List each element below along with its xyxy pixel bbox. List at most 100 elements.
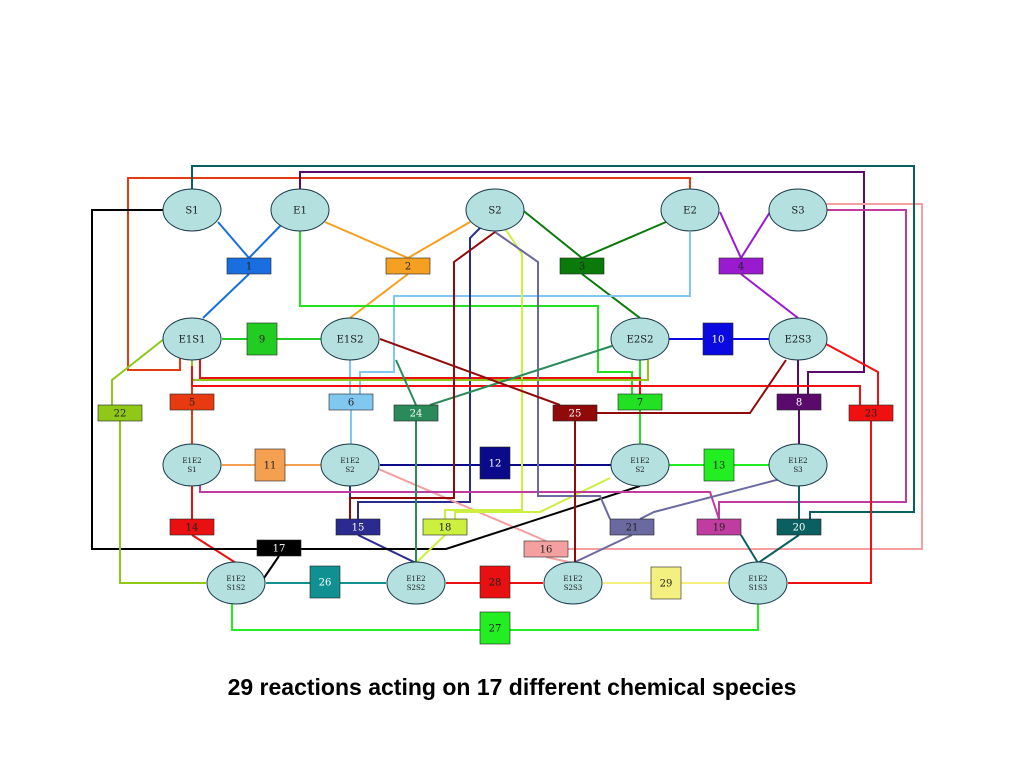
edge-rxn-2 [324, 221, 409, 259]
reaction-box-25: 25 [552, 404, 598, 422]
species-label-e2s2: E2S2 [627, 335, 654, 346]
reaction-label-19: 19 [713, 523, 726, 534]
species-node-s3: S3 [768, 188, 828, 232]
edge-rxn-25 [349, 231, 496, 519]
species-node-e1s2: E1S2 [320, 317, 380, 361]
reaction-box-rect-21 [609, 518, 655, 536]
species-label-e1e2s2b-1: S2 [635, 466, 644, 474]
edge-rxn-4 [740, 211, 771, 259]
reaction-label-29: 29 [660, 579, 673, 590]
reaction-box-rect-11 [254, 448, 286, 482]
reaction-box-rect-19 [696, 518, 742, 536]
reaction-label-16: 16 [540, 545, 553, 556]
reaction-box-rect-29 [650, 566, 682, 600]
reaction-label-7: 7 [637, 398, 643, 409]
species-ellipse-s3 [768, 188, 828, 232]
reaction-box-rect-15 [335, 518, 381, 536]
reaction-label-15: 15 [352, 523, 365, 534]
species-ellipse-e1e2s1 [162, 443, 222, 487]
species-node-e2: E2 [660, 188, 720, 232]
species-ellipse-e1e2s1s3 [728, 561, 788, 605]
reaction-box-19: 19 [696, 518, 742, 536]
species-label-e2: E2 [683, 206, 697, 217]
reaction-label-5: 5 [189, 398, 195, 409]
reaction-box-7: 7 [617, 393, 663, 411]
reaction-box-rect-8 [776, 393, 822, 411]
reaction-label-10: 10 [712, 335, 725, 346]
edge-rxn-4 [719, 211, 742, 259]
reaction-box-18: 18 [422, 518, 468, 536]
reaction-label-22: 22 [114, 409, 127, 420]
species-label-e1e2s2-0: E1E2 [340, 457, 359, 465]
reaction-box-10: 10 [702, 322, 734, 356]
reaction-box-14: 14 [169, 518, 215, 536]
reaction-label-9: 9 [259, 335, 265, 346]
reaction-box-23: 23 [848, 404, 894, 422]
edge-rxn-15 [357, 225, 483, 519]
species-node-e1s1: E1S1 [162, 317, 222, 361]
reaction-label-24: 24 [410, 409, 423, 420]
species-label-e1e2s3-1: S3 [793, 466, 802, 474]
reaction-box-5: 5 [169, 393, 215, 411]
edge-rxn-27 [231, 603, 481, 631]
edge-rxn-17 [263, 555, 280, 579]
reaction-label-2: 2 [405, 262, 411, 273]
reaction-box-8: 8 [776, 393, 822, 411]
edges-layer [91, 165, 923, 631]
reaction-box-22: 22 [97, 404, 143, 422]
species-label-e1e2s3-0: E1E2 [788, 457, 807, 465]
reaction-box-rect-1 [226, 257, 272, 275]
species-label-e1e2s1s3-0: E1E2 [748, 575, 767, 583]
reaction-label-23: 23 [865, 409, 878, 420]
edge-rxn-1 [202, 273, 250, 319]
reaction-box-rect-5 [169, 393, 215, 411]
reaction-box-rect-7 [617, 393, 663, 411]
edge-rxn-22 [111, 338, 165, 405]
species-ellipse-s1 [162, 188, 222, 232]
species-ellipse-e1s1 [162, 317, 222, 361]
edge-rxn-17 [91, 209, 257, 550]
reaction-box-rect-9 [246, 322, 278, 356]
species-label-e1e2s1-1: S1 [187, 466, 196, 474]
species-label-e1: E1 [293, 206, 307, 217]
reaction-label-28: 28 [489, 578, 502, 589]
reaction-box-rect-4 [718, 257, 764, 275]
edge-rxn-23 [825, 343, 879, 405]
species-node-e2s2: E2S2 [610, 317, 670, 361]
reaction-box-4: 4 [718, 257, 764, 275]
reaction-label-27: 27 [489, 624, 502, 635]
edge-rxn-3 [581, 221, 667, 259]
reaction-box-26: 26 [309, 565, 341, 599]
reaction-box-11: 11 [254, 448, 286, 482]
reaction-box-6: 6 [328, 393, 374, 411]
reaction-box-15: 15 [335, 518, 381, 536]
reaction-label-17: 17 [273, 544, 286, 555]
reaction-label-13: 13 [713, 461, 726, 472]
edge-rxn-21 [494, 231, 611, 520]
reaction-box-13: 13 [703, 448, 735, 482]
species-label-e1e2s2s3-0: E1E2 [563, 575, 582, 583]
reaction-box-20: 20 [776, 518, 822, 536]
species-label-s1: S1 [185, 206, 198, 217]
reaction-box-17: 17 [256, 539, 302, 557]
species-label-e1e2s2-1: S2 [345, 466, 354, 474]
edge-rxn-22 [119, 421, 206, 584]
reaction-label-26: 26 [319, 578, 332, 589]
species-ellipse-e1e2s2 [320, 443, 380, 487]
reaction-label-21: 21 [626, 523, 639, 534]
species-node-e2s3: E2S3 [768, 317, 828, 361]
edge-rxn-20 [191, 165, 915, 519]
reaction-box-rect-20 [776, 518, 822, 536]
edge-rxn-2 [349, 273, 409, 319]
edge-rxn-20 [740, 534, 759, 564]
species-label-e1s2: E1S2 [337, 335, 364, 346]
edge-rxn-25 [596, 359, 787, 414]
species-label-e1e2s2s3-1: S2S3 [564, 584, 583, 592]
reaction-box-9: 9 [246, 322, 278, 356]
species-node-s1: S1 [162, 188, 222, 232]
